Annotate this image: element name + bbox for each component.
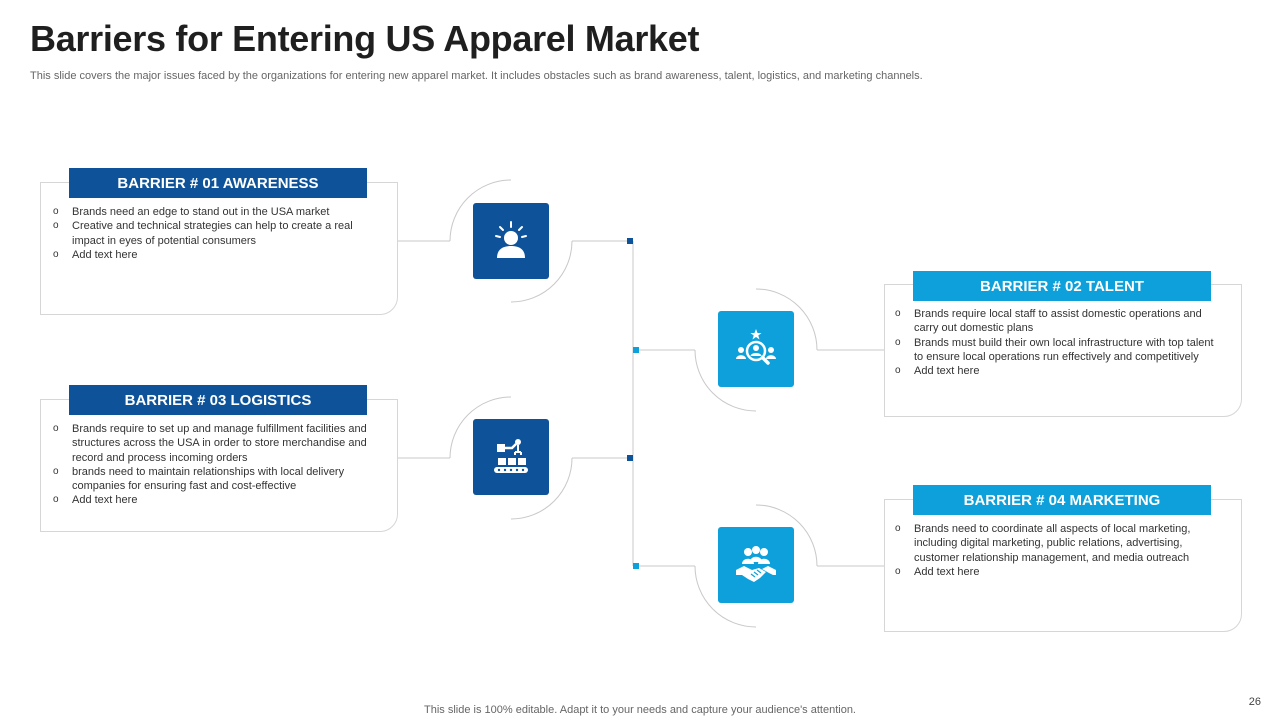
bullet-item: Brands require local staff to assist dom…: [893, 307, 1221, 336]
talent-search-icon: [736, 329, 776, 365]
barrier-bullet-list: Brands need an edge to stand out in the …: [51, 205, 373, 262]
barrier-heading-marketing: BARRIER # 04 MARKETING: [913, 485, 1211, 515]
bullet-item: Brands require to set up and manage fulf…: [51, 422, 373, 465]
junction-dot: [627, 455, 633, 461]
junction-dot: [627, 238, 633, 244]
marketing-icon-box: [718, 527, 794, 603]
talent-icon-box: [718, 311, 794, 387]
barrier-card-marketing: Brands need to coordinate all aspects of…: [884, 499, 1242, 632]
bullet-item: Brands need to coordinate all aspects of…: [893, 522, 1221, 565]
footer-note: This slide is 100% editable. Adapt it to…: [424, 704, 856, 716]
bullet-item: Add text here: [893, 565, 1221, 580]
junction-dot: [633, 563, 639, 569]
barrier-heading-awareness: BARRIER # 01 AWARENESS: [69, 168, 367, 198]
barrier-bullet-list: Brands need to coordinate all aspects of…: [893, 522, 1221, 579]
barrier-card-logistics: Brands require to set up and manage fulf…: [40, 399, 398, 532]
person-spotlight-icon: [495, 221, 527, 258]
page-number: 26: [1248, 696, 1261, 708]
bullet-item: Add text here: [893, 364, 1221, 379]
bullet-item: Creative and technical strategies can he…: [51, 219, 373, 248]
robotic-conveyor-icon: [494, 439, 528, 473]
junction-dot: [633, 347, 639, 353]
barrier-bullet-list: Brands require local staff to assist dom…: [893, 307, 1221, 379]
bullet-item: Add text here: [51, 493, 373, 508]
bullet-item: Add text here: [51, 248, 373, 263]
barrier-bullet-list: Brands require to set up and manage fulf…: [51, 422, 373, 508]
page-subtitle: This slide covers the major issues faced…: [30, 70, 923, 82]
bullet-item: Brands need an edge to stand out in the …: [51, 205, 373, 220]
barrier-heading-logistics: BARRIER # 03 LOGISTICS: [69, 385, 367, 415]
bullet-item: Brands must build their own local infras…: [893, 336, 1221, 365]
awareness-icon-box: [473, 203, 549, 279]
bullet-item: brands need to maintain relationships wi…: [51, 465, 373, 494]
barrier-card-talent: Brands require local staff to assist dom…: [884, 284, 1242, 417]
page-title: Barriers for Entering US Apparel Market: [30, 18, 700, 59]
logistics-icon-box: [473, 419, 549, 495]
handshake-team-icon: [736, 546, 776, 582]
barrier-heading-talent: BARRIER # 02 TALENT: [913, 271, 1211, 301]
barrier-card-awareness: Brands need an edge to stand out in the …: [40, 182, 398, 315]
